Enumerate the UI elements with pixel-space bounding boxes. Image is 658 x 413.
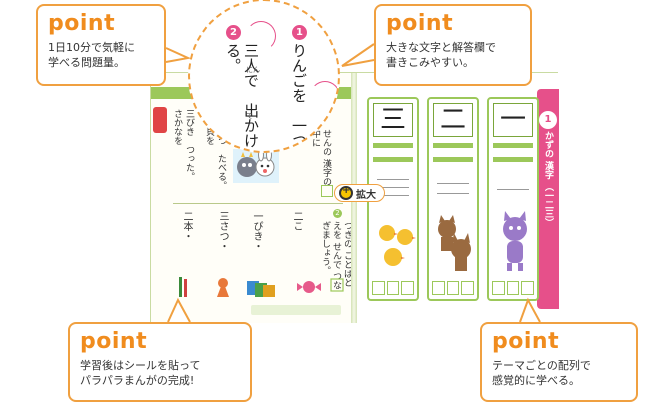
left-page-red-tab <box>153 107 167 133</box>
chapter-theme: かずの 漢字 （一二三） <box>543 131 553 228</box>
q2-instruction: つぎの ことばと えを せんで つなぎましょう。 <box>320 221 352 290</box>
stroke-line <box>377 195 409 196</box>
answer-boxes[interactable] <box>432 281 475 295</box>
reading-bar <box>493 157 533 162</box>
right-page: 1 かずの 漢字 （一二三） 三 <box>357 73 559 323</box>
left-page-text-3: 貝を <box>204 127 214 145</box>
reading-bar <box>433 143 473 148</box>
callout-bottom-left: point 学習後はシールを貼って パラパラまんがの完成! <box>68 322 252 402</box>
stroke-line <box>437 183 469 184</box>
callout-top-right: point 大きな文字と解答欄で 書きこみやすい。 <box>374 4 532 86</box>
q1-instruction: せんの 漢字の 中に <box>310 129 331 186</box>
callout-title: point <box>386 11 454 36</box>
stroke-line <box>497 189 529 190</box>
kanji-one: 一 <box>493 103 533 137</box>
item-three-books: 三さつ・ <box>217 211 228 251</box>
kanji-two: 二 <box>433 103 473 137</box>
magnifier-circle: 1 りんごを 一つ 2 三人で 出かける。 にん で <box>188 0 340 153</box>
reading-bar <box>433 157 473 162</box>
stroke-line <box>377 179 409 180</box>
ruby-de: で <box>246 112 253 120</box>
answer-arc <box>310 81 338 111</box>
left-page-text-4: 二つ たべる。 <box>216 127 226 190</box>
callout-title: point <box>80 329 148 354</box>
item-one-animal: 一ぴき・ <box>251 211 262 251</box>
item-two-pieces: 二こ <box>291 211 302 231</box>
kanji-column-1: 一 <box>487 97 539 301</box>
kanji-column-2: 二 <box>427 97 479 301</box>
callout-text: 学習後はシールを貼って パラパラまんがの完成! <box>80 359 201 387</box>
item-two-sticks: 二本・ <box>181 211 192 241</box>
reading-bar <box>373 143 413 148</box>
callout-top-left: point 1日10分で気軽に 学べる問題量。 <box>36 4 166 86</box>
q2-number: 2 <box>333 209 342 218</box>
stroke-line <box>437 193 469 194</box>
answer-boxes[interactable] <box>372 281 415 295</box>
zoom-badge: 拡大 <box>334 184 385 202</box>
zoom-label: 拡大 <box>356 189 376 201</box>
magnified-line-1: りんごを 一つ <box>290 43 308 148</box>
left-page-footer <box>251 305 341 315</box>
ruby-nin: にん <box>246 66 260 74</box>
answer-boxes[interactable] <box>492 281 535 295</box>
ogre-rabbit-illustration <box>233 148 279 183</box>
callout-text: 大きな文字と解答欄で 書きこみやすい。 <box>386 41 496 69</box>
callout-title: point <box>48 11 116 36</box>
reading-bar <box>493 143 533 148</box>
left-page-text-2: 三びき つった。 <box>184 109 194 181</box>
left-page-text-1: さかなを <box>172 109 182 145</box>
callout-text: テーマごとの配列で 感覚的に学べる。 <box>492 359 591 387</box>
callout-bottom-right: point テーマごとの配列で 感覚的に学べる。 <box>480 322 638 402</box>
matching-illustrations <box>175 273 345 299</box>
section-divider <box>173 203 343 204</box>
day-badge: 1 <box>539 111 557 129</box>
chapter-sidebar: 1 かずの 漢字 （一二三） <box>537 89 559 309</box>
kanji-three: 三 <box>373 103 413 137</box>
callout-text: 1日10分で気軽に 学べる問題量。 <box>48 41 135 69</box>
callout-title: point <box>492 329 560 354</box>
reading-bar <box>373 157 413 162</box>
magnifier-icon <box>339 185 353 200</box>
answer-arc <box>246 21 276 51</box>
answer-box-q1[interactable] <box>321 185 333 197</box>
cat-illustration <box>433 215 477 275</box>
purple-cat-illustration <box>493 209 537 275</box>
magnified-line-2: 三人で 出かける。 <box>224 43 260 148</box>
stroke-line <box>377 187 409 188</box>
question-number-2: 2 <box>226 25 241 40</box>
chick-illustration <box>373 219 417 275</box>
question-number-1: 1 <box>292 25 307 40</box>
